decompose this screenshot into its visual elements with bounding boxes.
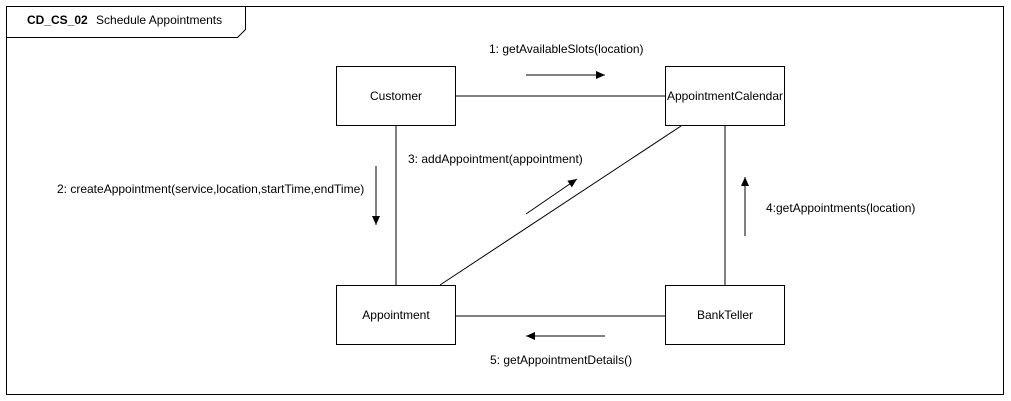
object-bank-teller-label: BankTeller	[697, 308, 753, 322]
message-5-label: 5: getAppointmentDetails()	[490, 353, 632, 367]
diagram-frame	[6, 6, 1004, 395]
message-1-label: 1: getAvailableSlots(location)	[489, 42, 644, 56]
object-customer-label: Customer	[370, 89, 422, 103]
object-bank-teller[interactable]: BankTeller	[665, 285, 785, 345]
object-appointment-label: Appointment	[362, 308, 430, 322]
frame-id: CD_CS_02	[27, 13, 88, 27]
message-3-label: 3: addAppointment(appointment)	[408, 152, 583, 166]
link-appointment-calendar	[439, 125, 682, 286]
object-appointment-calendar-label: AppointmentCalendar	[667, 89, 783, 103]
message-2-label: 2: createAppointment(service,location,st…	[57, 182, 364, 196]
frame-title: CD_CS_02 Schedule Appointments	[27, 13, 222, 27]
object-appointment-calendar[interactable]: AppointmentCalendar	[665, 66, 785, 126]
object-customer[interactable]: Customer	[336, 66, 456, 126]
frame-name: Schedule Appointments	[96, 13, 222, 27]
message-4-label: 4:getAppointments(location)	[766, 201, 915, 215]
frame-title-tab	[6, 6, 246, 38]
object-appointment[interactable]: Appointment	[336, 285, 456, 345]
message-3-arrow	[525, 178, 578, 215]
